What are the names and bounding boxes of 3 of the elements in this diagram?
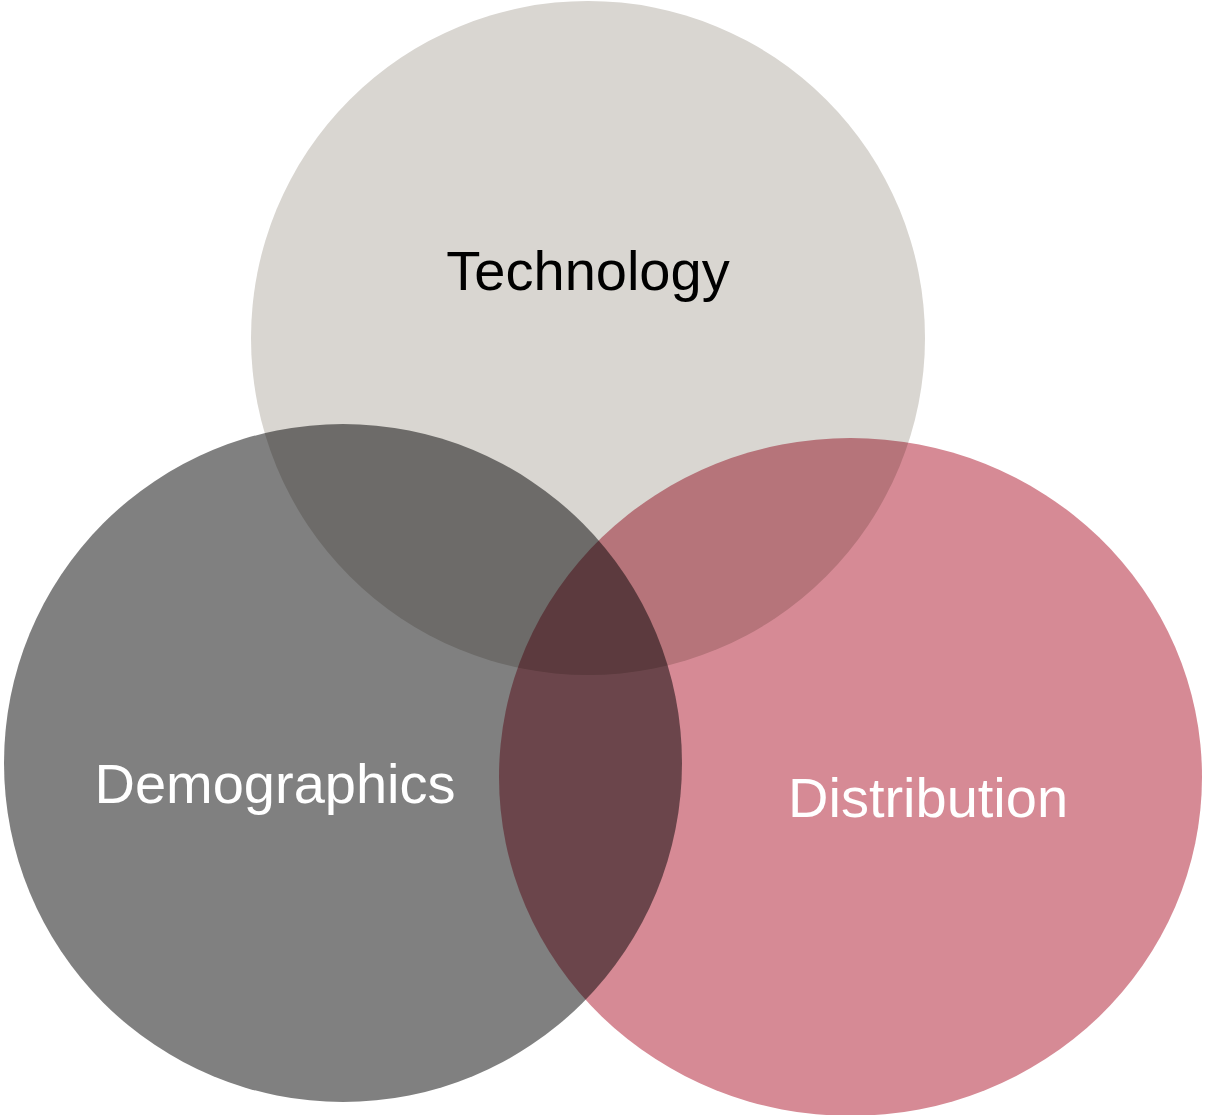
circle-label: Distribution (788, 764, 1069, 830)
circle-label: Technology (446, 237, 730, 303)
circle-label: Demographics (94, 750, 456, 816)
